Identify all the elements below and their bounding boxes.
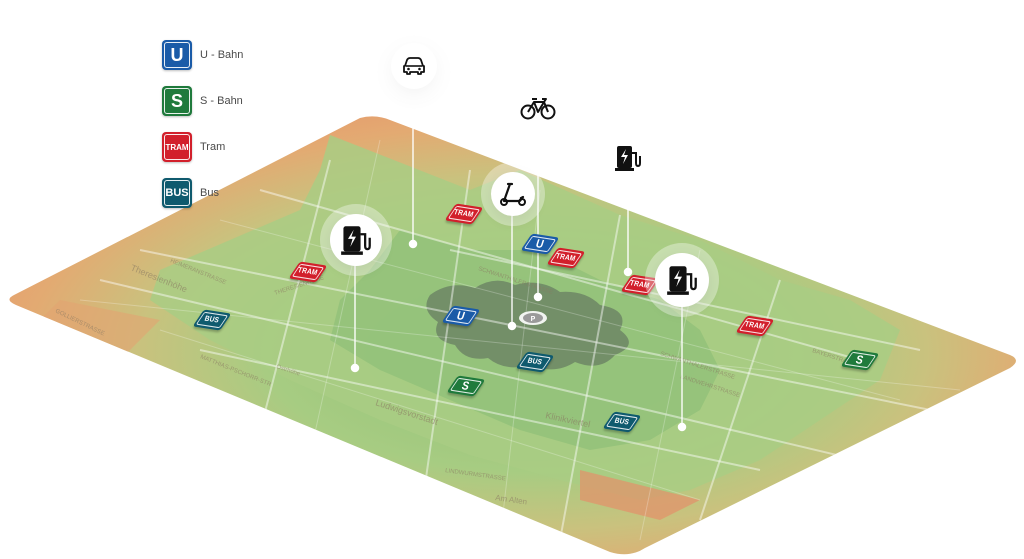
ev-charger-icon bbox=[667, 266, 697, 295]
s-bahn-icon: S bbox=[162, 86, 192, 116]
ev-charger-pin[interactable] bbox=[350, 363, 360, 373]
ev-charger-bubble[interactable] bbox=[655, 253, 709, 307]
svg-text:P: P bbox=[531, 316, 536, 323]
u-bahn-icon: U bbox=[162, 40, 192, 70]
ev-charger-icon bbox=[615, 146, 641, 171]
car-pin[interactable] bbox=[408, 239, 418, 249]
legend-label: Bus bbox=[200, 187, 219, 199]
ev-charger-icon bbox=[341, 226, 371, 255]
car-bubble[interactable] bbox=[391, 43, 437, 89]
legend-label: U - Bahn bbox=[200, 49, 244, 61]
legend-item-bus: BUS Bus bbox=[162, 178, 219, 208]
legend-label: Tram bbox=[200, 141, 226, 153]
e-scooter-bubble[interactable] bbox=[491, 172, 535, 216]
e-scooter-icon bbox=[500, 182, 526, 206]
ev-charger-bubble[interactable] bbox=[608, 138, 648, 178]
parking-icon[interactable]: P bbox=[519, 311, 547, 325]
ev-charger-pin[interactable] bbox=[623, 267, 633, 277]
bicycle-icon bbox=[520, 98, 556, 120]
legend-item-tram: TRAM Tram bbox=[162, 132, 225, 162]
e-scooter-pin[interactable] bbox=[507, 321, 517, 331]
ev-charger-bubble[interactable] bbox=[330, 214, 382, 266]
street-label: Am Alten bbox=[495, 493, 528, 506]
bicycle-bubble[interactable] bbox=[518, 90, 558, 126]
legend-label: S - Bahn bbox=[200, 95, 243, 107]
bus-icon: BUS bbox=[162, 178, 192, 208]
car-icon bbox=[403, 57, 425, 75]
tram-icon: TRAM bbox=[162, 132, 192, 162]
legend-item-s-bahn: S S - Bahn bbox=[162, 86, 243, 116]
legend-item-u-bahn: U U - Bahn bbox=[162, 40, 243, 70]
ev-charger-pin[interactable] bbox=[677, 422, 687, 432]
bicycle-pin[interactable] bbox=[533, 292, 543, 302]
